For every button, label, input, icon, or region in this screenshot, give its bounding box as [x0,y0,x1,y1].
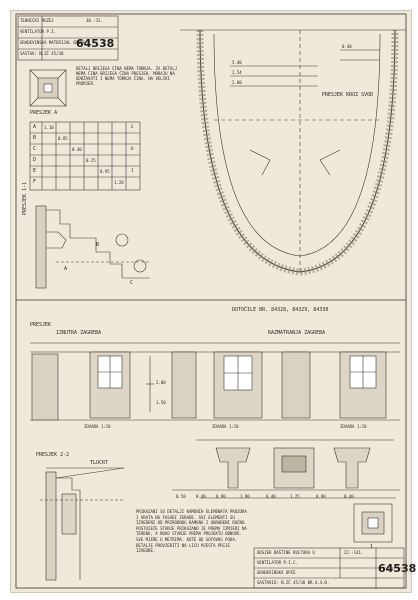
caption-upper: PRESJEK A [30,110,58,116]
base-dimension: 1.90 [240,494,250,499]
vault-measure: 5.40 [232,60,242,65]
table-row-label: C [33,146,37,152]
stamp-number: 1 [370,544,374,550]
section-label-2: PRESJEK 2-2 [36,452,70,458]
title-block-bottom-row-3: GRAĐEVINSKA OPĆE [257,570,296,575]
drawing-notes: PRIKAZANI SU DETALJI KAMENIH ELEMENATA P… [136,509,247,554]
table-cell: 1.10 [44,125,54,130]
section-label-1: PRESJEK 1-1 [22,181,28,215]
scale-label: ZOVADA 1:20 [84,424,111,429]
vault-measure: 0.40 [342,44,352,49]
elevation-strip [30,342,400,421]
table-row-label: F [33,179,37,185]
base-dimension: 0.40 [266,494,276,499]
base-elevation [172,439,400,499]
base-dimension: 0.40 [344,494,354,499]
plan-detail-bottom [353,503,393,543]
title-block-top-row-2: VENTILATOR P.I. [20,29,57,34]
base-dimension: 0.40 [196,494,206,499]
table-cell: 0.25 [86,158,96,163]
note-upper: DETALJ BRIJEGA ČINA NEMA TORNJA. ZA DETA… [76,66,178,86]
title-block-bottom-row-1: ODSJEK BAŠTINE KULTURA U [257,550,315,555]
middle-dimension: 1.50 [156,400,166,405]
profile-section-2 [40,467,125,581]
base-dimension: 0.90 [316,494,326,499]
base-dimension: 1.25 [290,494,300,499]
elevation-right-label: RAZMATRANJA ZAGREBA [268,330,326,336]
table-cell: 0.40 [72,147,82,152]
vault-label: PRESJEK KROZ SVOD [322,92,374,98]
dimension-table [29,121,141,191]
table-row-label: B [33,135,37,141]
drawing-title: DOTOČILE BR. 84328, 84329, 84330 [232,307,329,313]
vault-measure: 2.00 [232,80,242,85]
table-cell: 0.85 [58,136,68,141]
scale-label: ZOVADA 1:20 [340,424,367,429]
sheet-border [15,13,407,589]
paper-background [10,10,412,593]
vault-measure: 2.54 [232,70,242,75]
title-block-top-row-3: GRAĐEVINSKA MATERIJAL GRADA [20,40,86,45]
base-dimension: 0.50 [176,494,186,499]
title-block-top-row-1: TEHNIČKI MUZEJ [20,18,54,23]
title-block-top [17,15,119,61]
pillar-label: C [130,280,134,286]
caption-plan: TLOCRT [90,460,109,466]
title-block-bottom-number: 64538 [378,562,417,575]
table-row-label: G [131,124,134,129]
title-block-top-number: 64538 [76,37,115,50]
title-block-top-row-4: SASTAV: N.ZČ 45/30 [20,51,64,56]
profile-section-1 [35,205,150,289]
base-dimension: 0.90 [216,494,226,499]
elevation-left-label: IZNUTRA ZAGREBA [56,330,102,336]
table-cell: 1.20 [114,180,124,185]
middle-heading-left: PRESJEK [30,322,52,328]
plan-detail-top [29,69,67,107]
title-block-top-date: 30.-31. [86,18,103,23]
title-block-bottom-date: 22.-141. [344,550,364,555]
table-row-label: A [33,124,37,130]
table-row-label: E [33,168,37,174]
table-row-label: H [131,146,134,151]
table-row-label: D [33,157,37,163]
table-cell: 0.95 [100,169,110,174]
title-block-bottom-row-2: VENTILATOR P.I.C. [257,560,298,565]
table-row-label: I [131,168,134,173]
title-block-bottom-row-4: SASTAVIO: N.ZČ 45/30 BR.4.4.0. [257,580,330,585]
pillar-label: B [96,242,100,248]
middle-dimension: 2.00 [156,380,166,385]
title-block-bottom [253,547,405,589]
vault-section [180,29,406,276]
scale-label: ZOVADA 1:20 [212,424,239,429]
pillar-label: A [64,266,68,272]
